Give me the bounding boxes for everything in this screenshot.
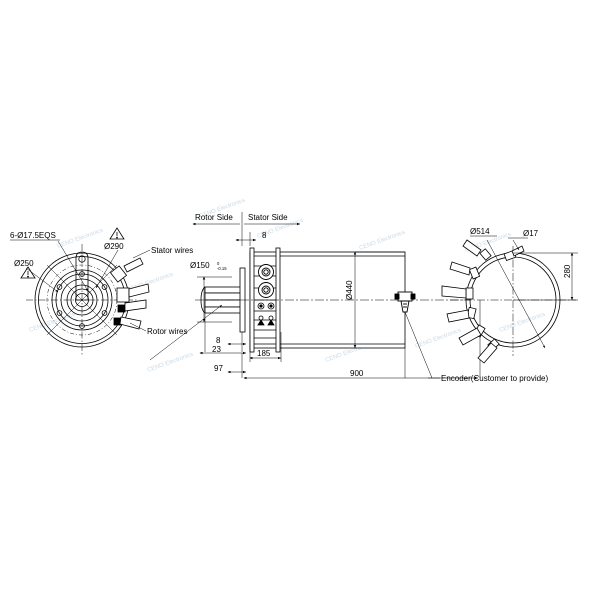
wire-stub	[462, 239, 492, 261]
rotor-wire-connectors	[113, 299, 147, 330]
leader-dia17	[512, 239, 520, 251]
leader-rotor-wires	[129, 322, 147, 332]
svg-text:CENO Electronics: CENO Electronics	[147, 352, 194, 374]
dim-23: 23	[212, 345, 221, 354]
dim-900: 900	[350, 369, 364, 378]
leader-stator-wires	[132, 249, 151, 259]
wire-stub	[477, 338, 500, 364]
stator-wire-connectors	[109, 257, 150, 303]
dim-8-bottom: 8	[216, 336, 221, 345]
bolt-hole	[101, 284, 108, 290]
dim-97: 97	[214, 364, 223, 373]
wire-stub-group	[441, 239, 500, 364]
label-rotor-side: Rotor Side	[195, 213, 233, 222]
warning-triangle-icon	[20, 266, 36, 279]
wire-stub	[446, 306, 477, 323]
right-end-view	[441, 235, 578, 364]
svg-text:CENO Electronics: CENO Electronics	[415, 328, 462, 350]
left-end-view	[10, 239, 151, 356]
center-view-labels: Rotor Side Stator Side 8 Ø150 0 -0.15 Ø4…	[190, 213, 548, 383]
dim-8-top: 8	[262, 231, 267, 240]
bolt-hole	[56, 310, 63, 316]
center-section-view	[195, 247, 470, 353]
wire-stub	[458, 324, 486, 346]
bolt-hole-group	[56, 271, 108, 329]
wire-stub	[441, 285, 474, 300]
label-dia-514: Ø514	[470, 227, 490, 236]
large-terminal-connectors	[258, 264, 274, 298]
label-dia-150-group: Ø150 0 -0.15	[190, 261, 227, 271]
right-view-labels: Ø514 Ø17 280	[470, 227, 572, 278]
leader-encoder	[404, 311, 433, 379]
small-terminal-connectors	[257, 302, 275, 326]
label-dia-150: Ø150	[190, 261, 210, 270]
dim-185: 185	[257, 349, 271, 358]
label-rotor-wires: Rotor wires	[147, 327, 187, 336]
label-stator-side: Stator Side	[248, 213, 288, 222]
svg-text:CENO Electronics: CENO Electronics	[57, 228, 104, 250]
label-dia-17: Ø17	[523, 229, 539, 238]
bolt-hole	[56, 284, 63, 290]
svg-text:CENO Electronics: CENO Electronics	[359, 230, 406, 252]
label-dia-250: Ø250	[14, 259, 34, 268]
warning-triangle-icon	[109, 227, 125, 240]
encoder-block	[394, 291, 416, 313]
leader-dia514	[486, 239, 546, 349]
label-encoder: Encoder(Customer to provide)	[441, 374, 548, 383]
bolt-hole	[101, 310, 108, 316]
label-stator-wires: Stator wires	[151, 246, 193, 255]
top-lug	[75, 251, 89, 301]
label-dia-150-tol-upper: 0	[217, 261, 220, 266]
leader-dia290	[95, 249, 119, 289]
dim-280: 280	[563, 264, 572, 278]
label-dia-440: Ø440	[345, 280, 354, 300]
left-view-labels: 6-Ø17.5EQS Ø250 Ø290 Stator wires Rotor …	[10, 227, 193, 336]
wire-stub	[449, 261, 481, 280]
center-view-dimensions	[149, 212, 481, 380]
label-dia-290: Ø290	[104, 242, 124, 251]
leader-bolt-pattern	[57, 240, 89, 292]
label-bolt-pattern: 6-Ø17.5EQS	[10, 231, 56, 240]
label-dia-150-tol-lower: -0.15	[217, 266, 227, 271]
right-view-dimensions	[470, 235, 578, 349]
svg-text:CENO Electronics: CENO Electronics	[499, 312, 546, 334]
